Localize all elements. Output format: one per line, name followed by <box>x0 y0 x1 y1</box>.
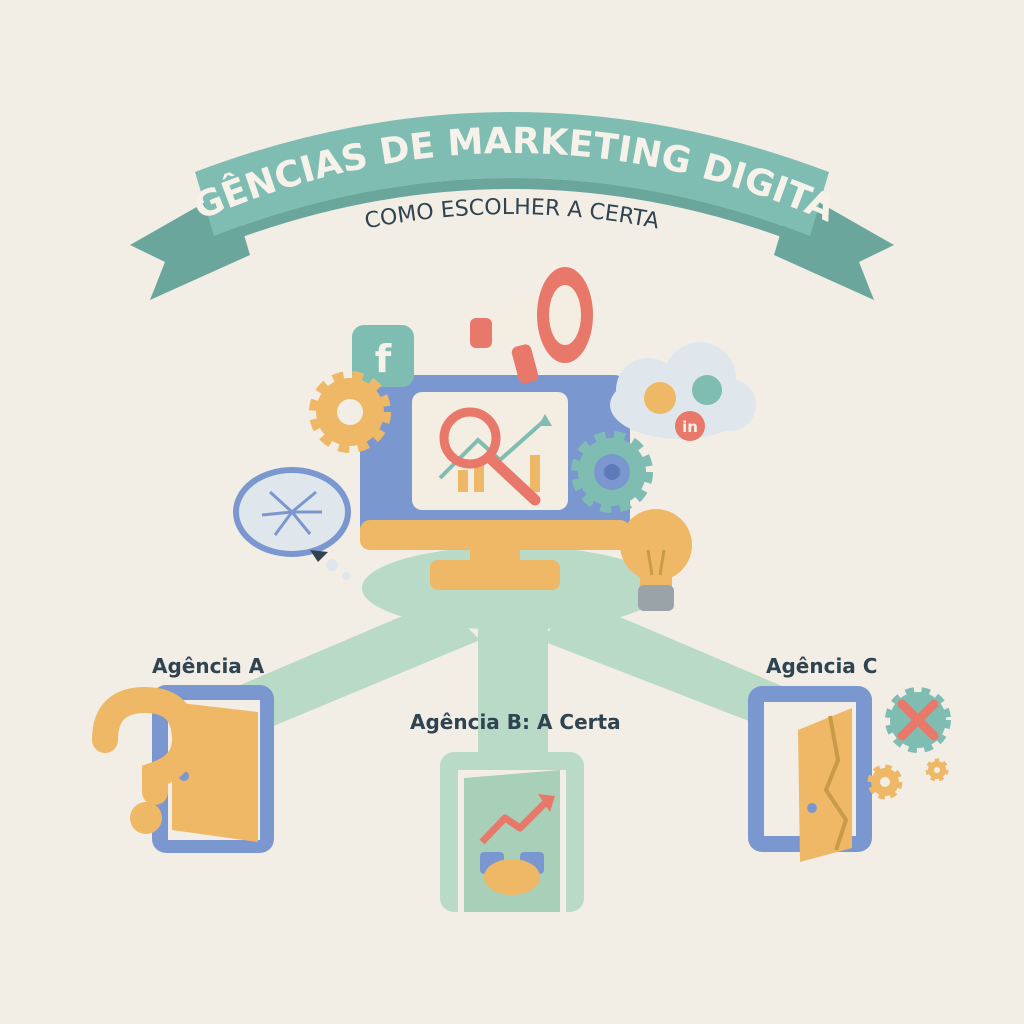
twitter-icon <box>692 375 722 405</box>
svg-text:f: f <box>375 337 392 381</box>
agency-c-label: Agência C <box>766 654 878 678</box>
banner-subtitle: COMO ESCOLHER A CERTA <box>363 195 662 234</box>
title-banner: AGÊNCIAS DE MARKETING DIGITAL <box>0 0 894 300</box>
growth-arrow-icon <box>479 794 555 845</box>
handshake-icon <box>480 852 544 895</box>
agency-a-label: Agência A <box>152 654 265 678</box>
twitter-icon <box>644 382 676 414</box>
social-cloud-icon: in <box>610 342 756 441</box>
small-gear-icon <box>867 758 949 800</box>
monitor-analytics-icon <box>360 375 630 590</box>
megaphone-icon <box>470 267 593 384</box>
gear-icon <box>309 371 391 453</box>
svg-text:in: in <box>682 418 698 436</box>
x-mark-gear-icon <box>885 687 951 753</box>
door-agency-b[interactable] <box>440 752 584 915</box>
strategy-bubble-icon <box>233 467 351 580</box>
question-mark-icon <box>92 686 199 834</box>
linkedin-icon <box>675 411 705 441</box>
gear-blue-icon <box>571 431 653 513</box>
door-agency-c[interactable] <box>748 686 951 862</box>
lightbulb-icon <box>620 509 692 611</box>
door-agency-a[interactable] <box>92 685 274 853</box>
facebook-icon: f <box>352 325 414 387</box>
agency-b-label: Agência B: A Certa <box>410 710 621 734</box>
